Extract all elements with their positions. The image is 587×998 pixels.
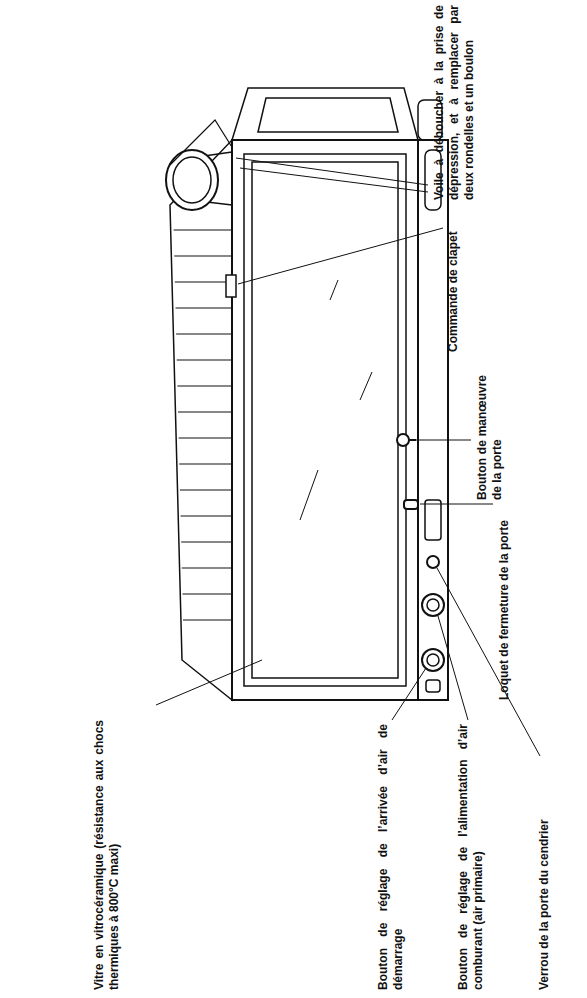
hood-rib	[183, 619, 232, 620]
part-label: Commande de clapet	[446, 215, 461, 352]
hood-rib	[176, 333, 232, 334]
part-label: Loquet de fermeture de la porte	[497, 494, 512, 700]
primary-air-knob	[422, 594, 444, 616]
hood-rib	[179, 437, 232, 438]
primary-air-knob	[427, 599, 439, 611]
hood-rib	[174, 255, 232, 256]
hood-rib	[177, 385, 232, 386]
hood-rib	[178, 411, 232, 412]
part-label: Bouton de manœuvre de la porte	[475, 375, 505, 500]
hood-ribs	[174, 230, 232, 620]
panel-plate	[425, 500, 441, 540]
hood-rib	[182, 593, 232, 594]
door-latch	[404, 500, 418, 509]
flue-collar	[173, 157, 211, 203]
door-frame-inner	[244, 154, 406, 686]
hood-rib	[175, 307, 232, 308]
control-strip	[418, 140, 448, 700]
door-frame	[232, 140, 418, 700]
flap-control	[226, 275, 236, 297]
hood-rib	[180, 489, 232, 490]
part-label: Bouton de réglage de l’arrivée d’air de …	[376, 724, 406, 990]
hood-rib	[177, 359, 232, 360]
hood-rib	[181, 541, 232, 542]
start-air-knob	[422, 649, 444, 671]
glass-pane	[252, 162, 398, 678]
hood-rib	[179, 463, 232, 464]
part-label: Bouton de réglage de l’alimentation d’ai…	[456, 724, 486, 990]
flue-collar	[166, 150, 218, 210]
part-note: Voile à déboucher à la prise de dépressi…	[432, 5, 477, 200]
door-knob	[397, 434, 409, 446]
hood-rib	[181, 515, 232, 516]
ashpan-lock	[427, 556, 439, 568]
start-air-knob	[427, 654, 439, 666]
panel-slot	[426, 680, 440, 692]
part-label: Verrou de la porte du cendrier	[537, 760, 552, 990]
part-label: Vitre en vitrocéramique (résistance aux …	[92, 720, 122, 990]
glass-reflection	[330, 280, 338, 300]
flue-wire	[170, 120, 240, 165]
hood-rib	[182, 567, 232, 568]
side-glass	[258, 98, 398, 132]
hood	[170, 140, 232, 700]
leader-lines	[156, 158, 540, 756]
hood-rib	[175, 281, 232, 282]
side-panel	[232, 88, 418, 140]
hood-rib	[174, 229, 232, 230]
glass-reflection	[300, 470, 318, 520]
glass-reflection	[360, 372, 372, 400]
